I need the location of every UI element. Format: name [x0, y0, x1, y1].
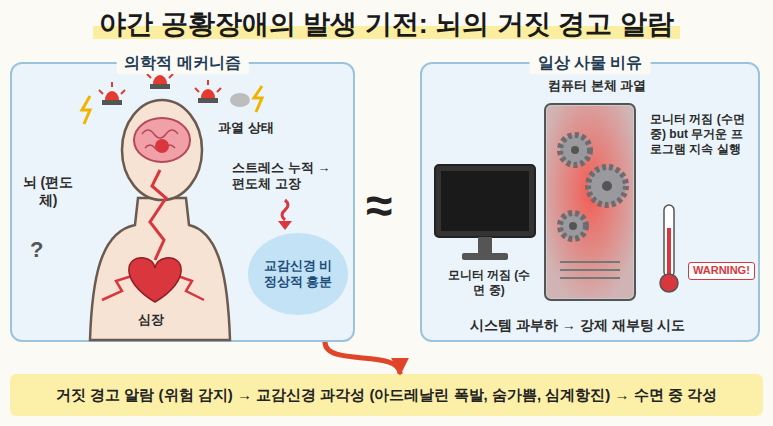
title-bar: 야간 공황장애의 발생 기전: 뇌의 거짓 경고 알람	[0, 6, 773, 42]
approx-symbol: ≈	[366, 176, 392, 236]
panel-heading: 의학적 메커니즘	[116, 52, 248, 74]
annotation: 시스템 과부하 → 강제 재부팅 시도	[470, 317, 685, 335]
smoke	[230, 93, 250, 107]
monitor-stand	[478, 237, 492, 253]
bolt	[82, 96, 90, 124]
node-text: 거짓 경고 알람 (위험 감지) → 교감신경 과각성 (아드레날린 폭발, 숨…	[48, 385, 725, 405]
node-text: 교감신경 비정상적 흥분	[248, 258, 348, 291]
nerve-bolt	[150, 170, 166, 260]
vents	[560, 262, 620, 278]
gear	[588, 167, 626, 205]
brain	[134, 118, 190, 162]
siren	[147, 74, 173, 89]
monitor-screen	[441, 171, 529, 231]
annotation: 컴퓨터 본체 과열	[548, 78, 646, 94]
amygdala	[155, 139, 169, 153]
thermometer	[664, 205, 674, 277]
gear-hub	[571, 146, 579, 154]
annotation: 과열 상태	[218, 120, 274, 136]
ellipse-node: 교감신경 비정상적 흥분	[248, 233, 348, 315]
summary-band: 거짓 경고 알람 (위험 감지) → 교감신경 과각성 (아드레날린 폭발, 숨…	[10, 374, 763, 416]
siren	[195, 80, 221, 103]
annotation: ?	[30, 236, 43, 264]
stress-arrow	[282, 200, 288, 220]
gear-hub	[602, 181, 612, 191]
monitor	[435, 165, 535, 237]
pc-heat-glow	[547, 106, 633, 298]
annotation: 뇌 (편도체)	[20, 174, 76, 209]
monitor-base	[462, 253, 508, 260]
thermometer-bulb	[660, 274, 678, 292]
head-outline	[122, 100, 202, 200]
annotation: 모니터 꺼짐 (수면 중) but 무거운 프로그램 지속 실행	[650, 112, 752, 157]
curved-arrow	[325, 342, 400, 374]
gear	[560, 135, 590, 165]
body-outline	[90, 198, 230, 340]
panel-heading: 일상 사물 비유	[530, 52, 651, 74]
gear	[560, 213, 586, 239]
annotation: 모니터 꺼짐 (수면 중)	[446, 268, 532, 298]
siren	[99, 82, 125, 105]
heart	[129, 258, 181, 302]
annotation: 스트레스 누적 → 편도체 고장	[232, 160, 344, 193]
nerve-bolt	[102, 275, 135, 300]
annotation: 심장	[138, 312, 164, 328]
thermometer-mercury	[667, 228, 671, 278]
title: 야간 공황장애의 발생 기전: 뇌의 거짓 경고 알람	[93, 9, 680, 39]
gear-hub	[569, 222, 577, 230]
stress-arrowhead	[278, 221, 292, 230]
annotation: WARNING!	[688, 262, 755, 280]
bolt	[254, 86, 262, 112]
pc-tower	[545, 104, 635, 300]
